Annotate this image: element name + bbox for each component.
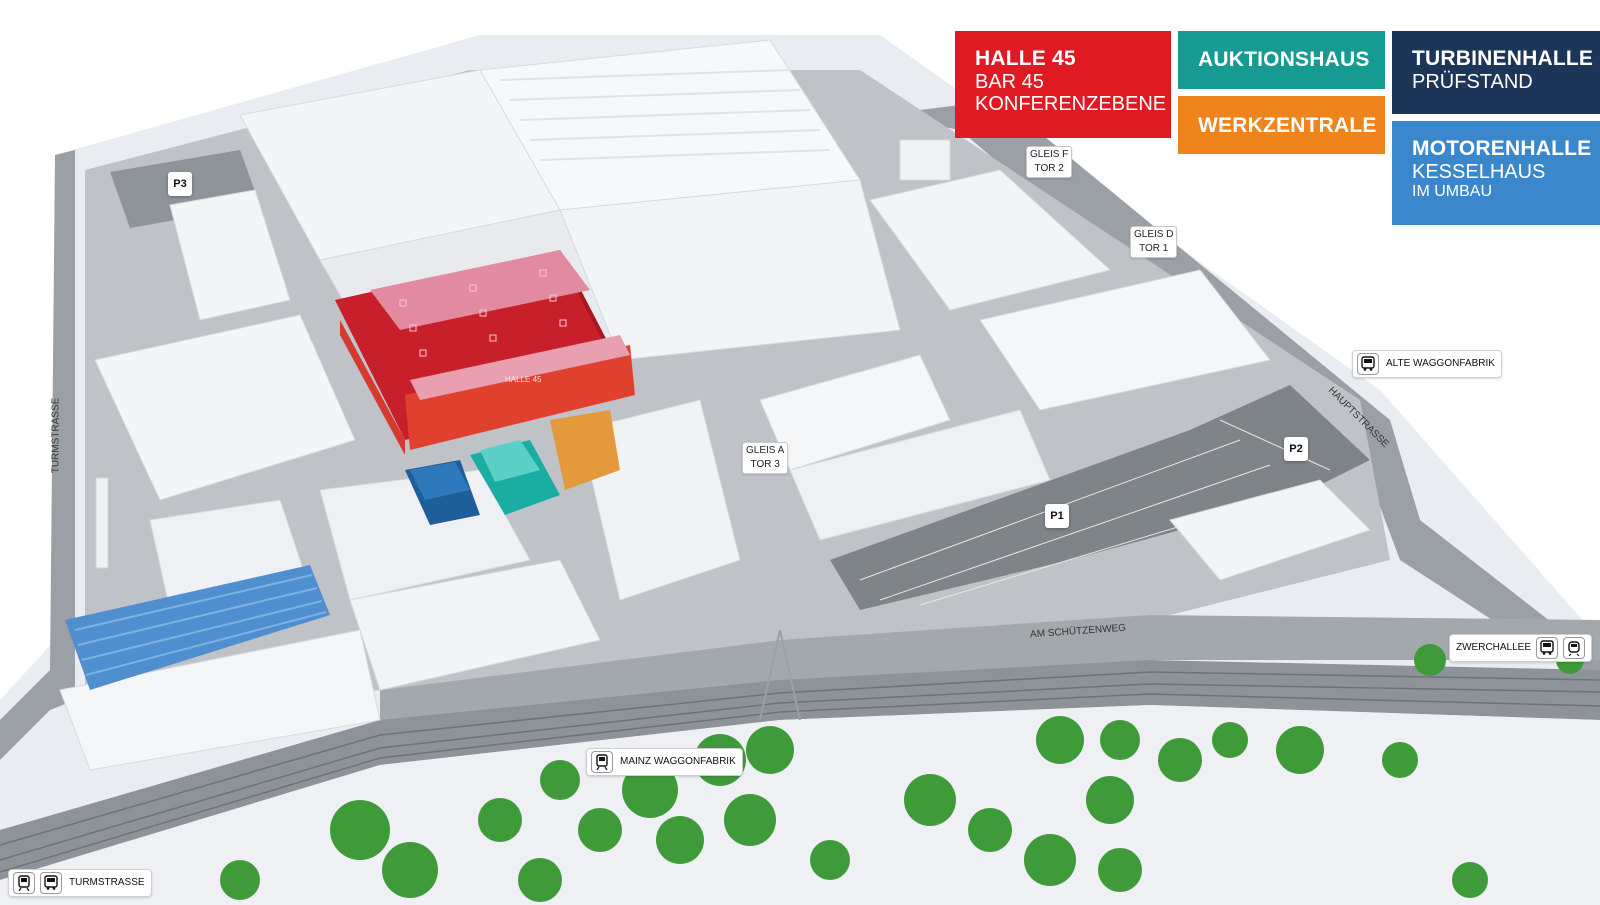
trees bbox=[220, 644, 1584, 902]
legend-auktionshaus-title: AUKTIONSHAUS bbox=[1198, 48, 1370, 71]
motorenhalle-stripes bbox=[74, 574, 327, 676]
legend-werkzentrale-title: WERKZENTRALE bbox=[1198, 114, 1377, 137]
street-turmstrasse: TURMSTRASSE bbox=[50, 397, 62, 474]
werkzentrale-building bbox=[550, 410, 620, 490]
gate-gleis-d-line2: TOR 1 bbox=[1139, 243, 1169, 254]
bus-icon bbox=[1357, 353, 1379, 375]
parking-p2[interactable]: P2 bbox=[1284, 437, 1308, 461]
train-icon bbox=[591, 751, 613, 773]
gate-gleis-a[interactable]: GLEIS A TOR 3 bbox=[742, 442, 789, 474]
train-icon bbox=[13, 872, 35, 894]
gate-gleis-d-line1: GLEIS D bbox=[1134, 229, 1174, 240]
gate-gleis-a-line2: TOR 3 bbox=[750, 459, 780, 470]
legend-turbinenhalle[interactable]: TURBINENHALLE PRÜFSTAND bbox=[1392, 31, 1600, 114]
p1-p2-lot bbox=[830, 385, 1370, 610]
stop-mainz-waggonfabrik[interactable]: MAINZ WAGGONFABRIK bbox=[586, 748, 743, 776]
parking-p3[interactable]: P3 bbox=[168, 172, 192, 196]
gate-gleis-f-line1: GLEIS F bbox=[1030, 149, 1069, 160]
legend-halle-45-line1: BAR 45 bbox=[975, 70, 1044, 93]
turbinenhalle-roof bbox=[410, 462, 470, 500]
gate-gleis-d[interactable]: GLEIS D TOR 1 bbox=[1130, 226, 1178, 258]
stop-zwerchallee-label: ZWERCHALLEE bbox=[1456, 642, 1532, 653]
legend-halle-45[interactable]: HALLE 45 BAR 45 KONFERENZEBENE bbox=[955, 31, 1171, 138]
building-sign: HALLE 45 bbox=[505, 375, 542, 384]
motorenhalle-building bbox=[65, 565, 330, 690]
auktionshaus-roof bbox=[480, 440, 540, 482]
legend-halle-45-title: HALLE 45 bbox=[975, 47, 1076, 70]
stop-alte-waggonfabrik-label: ALTE WAGGONFABRIK bbox=[1386, 358, 1495, 369]
legend-auktionshaus[interactable]: AUKTIONSHAUS bbox=[1178, 31, 1385, 89]
gate-gleis-a-line1: GLEIS A bbox=[746, 445, 785, 456]
bridge-pylon bbox=[759, 629, 801, 721]
stop-alte-waggonfabrik[interactable]: ALTE WAGGONFABRIK bbox=[1352, 350, 1502, 378]
legend-motorenhalle-line2: IM UMBAU bbox=[1412, 182, 1492, 200]
legend-motorenhalle-title: MOTORENHALLE bbox=[1412, 137, 1592, 160]
stop-zwerchallee[interactable]: ZWERCHALLEE bbox=[1449, 634, 1593, 662]
legend-motorenhalle[interactable]: MOTORENHALLE KESSELHAUS IM UMBAU bbox=[1392, 121, 1600, 225]
bus-icon bbox=[40, 872, 62, 894]
legend-turbinenhalle-line1: PRÜFSTAND bbox=[1412, 70, 1533, 93]
gate-gleis-f-line2: TOR 2 bbox=[1034, 163, 1064, 174]
legend-halle-45-line2: KONFERENZEBENE bbox=[975, 92, 1167, 115]
legend-motorenhalle-line1: KESSELHAUS bbox=[1412, 160, 1546, 183]
stop-turmstrasse-label: TURMSTRASSE bbox=[69, 877, 145, 888]
halle-45-building bbox=[335, 250, 635, 455]
stop-mainz-waggonfabrik-label: MAINZ WAGGONFABRIK bbox=[620, 756, 736, 767]
tram-icon bbox=[1563, 637, 1586, 659]
legend-turbinenhalle-title: TURBINENHALLE bbox=[1412, 47, 1594, 70]
bus-icon bbox=[1536, 637, 1559, 659]
parking-p1[interactable]: P1 bbox=[1045, 504, 1069, 528]
legend-werkzentrale[interactable]: WERKZENTRALE bbox=[1178, 96, 1385, 154]
stop-turmstrasse[interactable]: TURMSTRASSE bbox=[8, 869, 152, 897]
gate-gleis-f[interactable]: GLEIS F TOR 2 bbox=[1026, 146, 1073, 178]
